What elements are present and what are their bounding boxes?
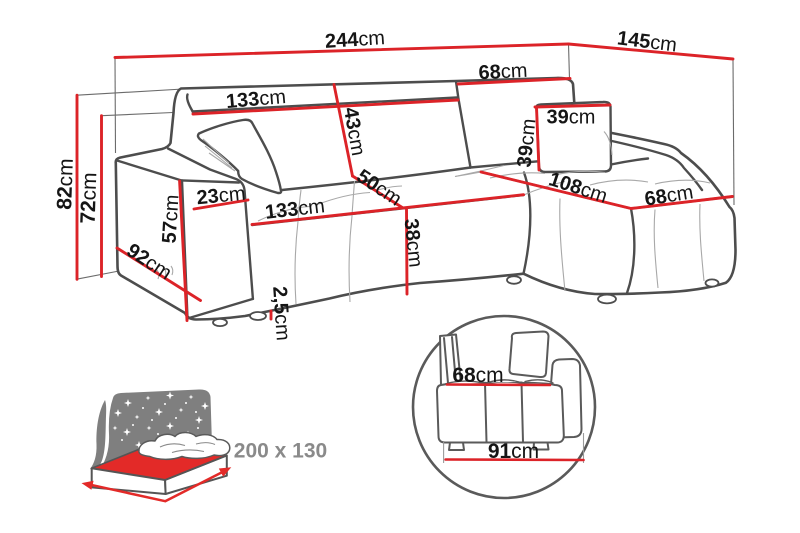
svg-text:82cm: 82cm (53, 158, 78, 210)
svg-text:72cm: 72cm (76, 172, 101, 224)
svg-text:68cm: 68cm (452, 364, 503, 387)
svg-text:68cm: 68cm (478, 60, 528, 85)
svg-text:91cm: 91cm (488, 440, 539, 463)
svg-text:2,5cm: 2,5cm (268, 286, 294, 342)
svg-text:133cm: 133cm (264, 195, 326, 224)
svg-text:23cm: 23cm (196, 183, 247, 210)
svg-text:68cm: 68cm (643, 181, 695, 210)
svg-text:145cm: 145cm (616, 27, 678, 56)
svg-text:39cm: 39cm (514, 118, 541, 169)
svg-text:244cm: 244cm (324, 27, 385, 53)
svg-text:39cm: 39cm (547, 107, 596, 129)
svg-text:43cm: 43cm (339, 106, 369, 158)
svg-text:57cm: 57cm (159, 194, 184, 244)
svg-text:133cm: 133cm (225, 86, 287, 113)
svg-text:200 x 130: 200 x 130 (234, 440, 327, 463)
svg-text:38cm: 38cm (400, 218, 427, 269)
